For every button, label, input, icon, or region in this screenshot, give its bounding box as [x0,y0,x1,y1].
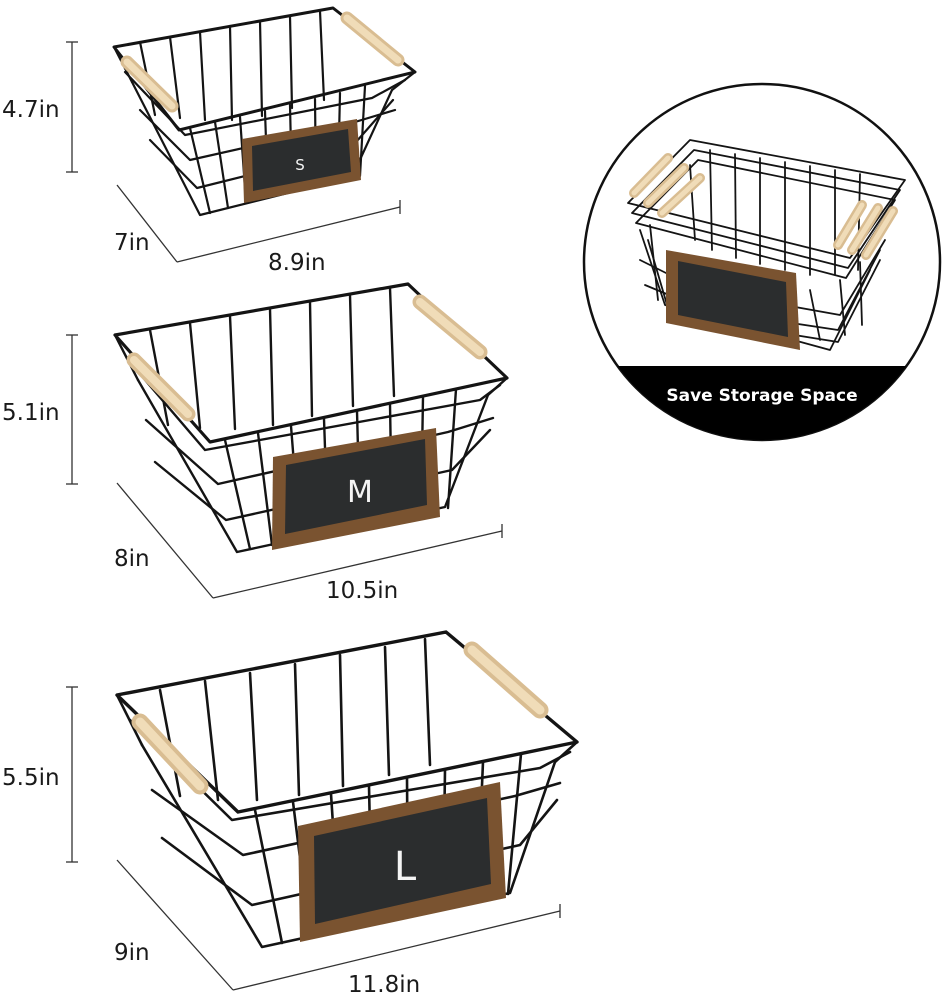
width-dim-line-l [232,910,561,991]
inset-handles-right [833,200,898,260]
wood-handle-l-right [463,641,549,719]
chalkboard-label-m: M [272,428,440,550]
basket-large: 5.5in 9in 11.8in [2,630,579,998]
wood-handle-s-left [120,55,179,113]
width-dim-line-s [176,206,401,263]
size-letter-m: M [347,475,373,510]
height-label-l: 5.5in [2,765,60,791]
depth-label-m: 8in [114,546,150,572]
depth-dim-line-l [116,859,234,991]
chalkboard-label-l: L [298,782,506,942]
width-label-l: 11.8in [348,972,420,998]
wood-handle-m-left [126,352,196,422]
size-letter-s: S [295,156,305,174]
width-dim-line-m [212,530,503,599]
size-letter-l: L [394,844,417,890]
inset-banner-text: Save Storage Space [666,386,857,406]
width-label-m: 10.5in [326,578,398,604]
basket-medium: 5.1in 8in 10.5in [2,282,509,604]
stacking-inset: Save Storage Space [582,82,942,442]
depth-label-l: 9in [114,940,150,966]
wood-handle-l-left [131,713,209,795]
depth-dim-line-m [116,482,214,599]
inset-chalkboard [666,250,800,350]
height-label-m: 5.1in [2,400,60,426]
wood-handle-m-right [412,294,488,360]
height-label-s: 4.7in [2,97,60,123]
inset-handles-left [629,153,705,218]
width-label-s: 8.9in [268,250,326,276]
basket-small: 4.7in 7in 8.9in [2,6,417,276]
depth-dim-line-s [116,184,178,263]
chalkboard-label-s: S [242,119,361,203]
inset-banner [584,366,940,440]
wood-handle-s-right [340,11,405,67]
depth-label-s: 7in [114,230,150,256]
